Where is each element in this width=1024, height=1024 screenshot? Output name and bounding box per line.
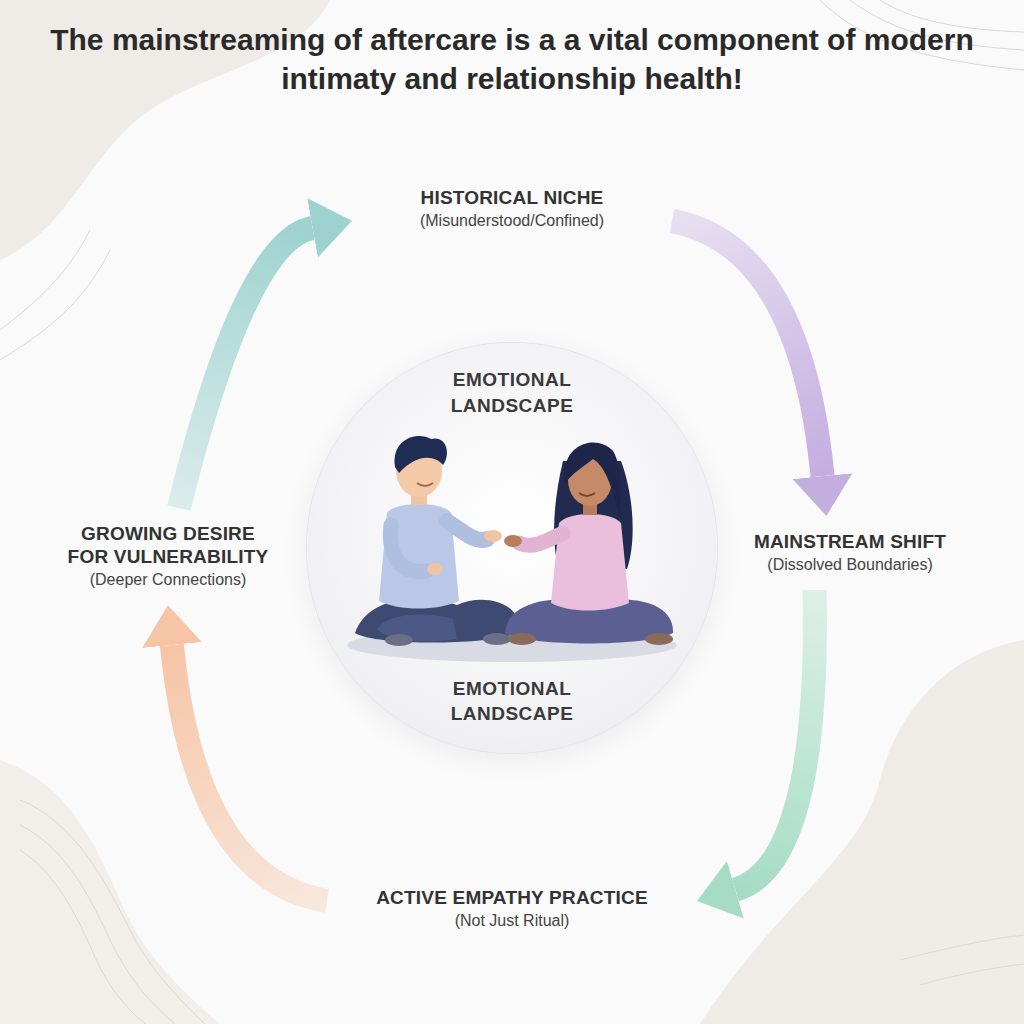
stage-subtitle: (Deeper Connections) — [63, 570, 273, 591]
cycle-arrow — [735, 590, 815, 890]
center-circle: EMOTIONAL LANDSCAPE EMOTIONAL LANDSCAPE — [307, 343, 717, 753]
diagram-title: The mainstreaming of aftercare is a a vi… — [42, 20, 982, 98]
stage-heading: GROWING DESIRE FOR VULNERABILITY — [63, 522, 273, 568]
cycle-arrow — [179, 228, 313, 508]
stage-subtitle: (Misunderstood/Confined) — [366, 211, 658, 232]
stage-subtitle: (Dissolved Boundaries) — [736, 555, 964, 576]
stage-heading: MAINSTREAM SHIFT — [736, 530, 964, 553]
stage-label: HISTORICAL NICHE(Misunderstood/Confined) — [362, 182, 662, 236]
stage-heading: HISTORICAL NICHE — [366, 186, 658, 209]
cycle-arrow — [672, 221, 823, 476]
circle-label: EMOTIONAL LANDSCAPE — [412, 367, 612, 418]
stage-label: ACTIVE EMPATHY PRACTICE(Not Just Ritual) — [337, 882, 687, 936]
cycle-arrow — [172, 645, 327, 901]
circle-label: EMOTIONAL LANDSCAPE — [412, 676, 612, 727]
stage-heading: ACTIVE EMPATHY PRACTICE — [341, 886, 683, 909]
stage-subtitle: (Not Just Ritual) — [341, 911, 683, 932]
stage-label: MAINSTREAM SHIFT(Dissolved Boundaries) — [732, 526, 968, 580]
stage-label: GROWING DESIRE FOR VULNERABILITY(Deeper … — [59, 518, 277, 595]
